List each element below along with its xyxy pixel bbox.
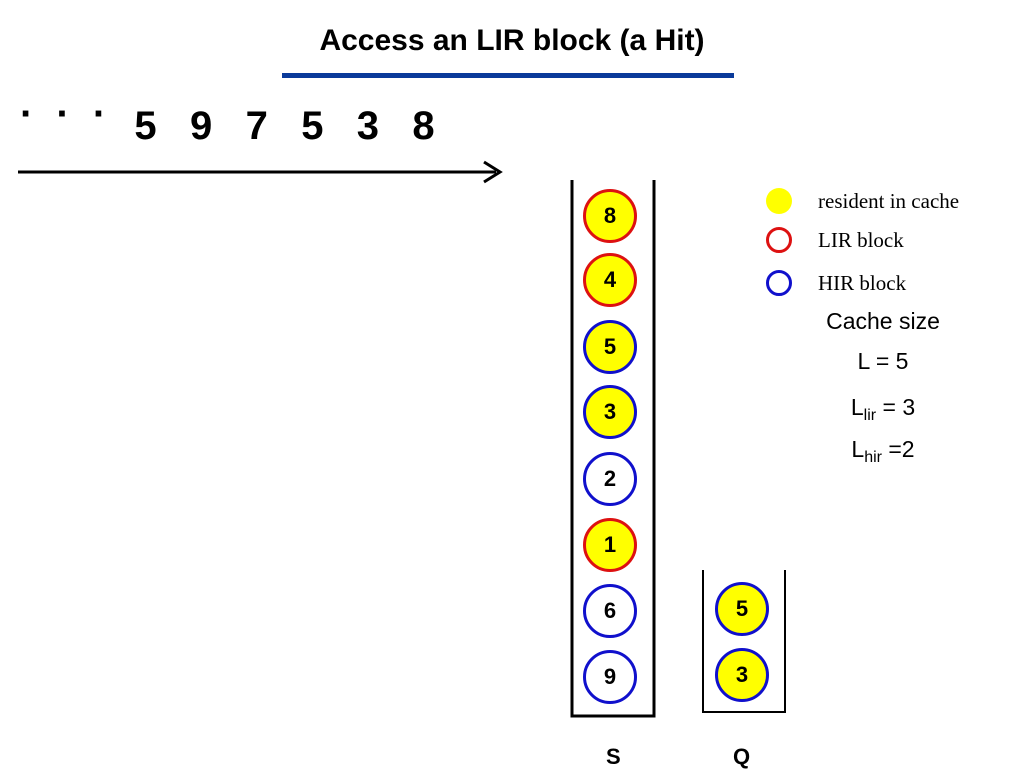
stack-s-block: 8 [583, 189, 637, 243]
legend-resident-label: resident in cache [818, 188, 960, 213]
sequence-item: 5 [301, 104, 324, 148]
stack-s-block: 3 [583, 385, 637, 439]
sequence-item: 7 [245, 104, 268, 148]
sequence-ellipsis: · · · [20, 92, 113, 136]
legend-lir-label: LIR block [818, 227, 904, 252]
blue-ring-icon [766, 270, 792, 296]
stack-s-block: 6 [583, 584, 637, 638]
yellow-dot-icon [766, 188, 792, 214]
legend-hir: HIR block [766, 270, 906, 296]
stack-s-block: 4 [583, 253, 637, 307]
sequence-item: 9 [190, 104, 213, 148]
cache-size-heading: Cache size [826, 308, 940, 334]
stack-q-block: 3 [715, 648, 769, 702]
stack-q-label: Q [733, 744, 751, 769]
stack-q-outline [702, 570, 786, 713]
sequence-arrow-head [483, 160, 503, 184]
legend-resident: resident in cache [766, 188, 959, 214]
stack-s-block: 2 [583, 452, 637, 506]
legend-lir: LIR block [766, 227, 904, 253]
cache-size-lir: Llir = 3 [850, 394, 916, 424]
stack-s-block: 5 [583, 320, 637, 374]
access-sequence: · · · 5 9 7 5 3 8 [20, 92, 435, 149]
stack-s-label: S [606, 744, 621, 769]
stack-s-outline [570, 180, 656, 718]
stack-s-block: 9 [583, 650, 637, 704]
cache-size-hir: Lhir =2 [851, 436, 915, 466]
title-underline [282, 73, 734, 78]
legend-hir-label: HIR block [818, 270, 907, 295]
red-ring-icon [766, 227, 792, 253]
cache-size-l: L = 5 [857, 348, 909, 374]
stack-q-block: 5 [715, 582, 769, 636]
sequence-item: 5 [134, 104, 157, 148]
page-title: Access an LIR block (a Hit) [319, 24, 705, 57]
stack-s-block: 1 [583, 518, 637, 572]
sequence-item: 3 [356, 104, 380, 148]
sequence-item: 8 [412, 104, 435, 148]
